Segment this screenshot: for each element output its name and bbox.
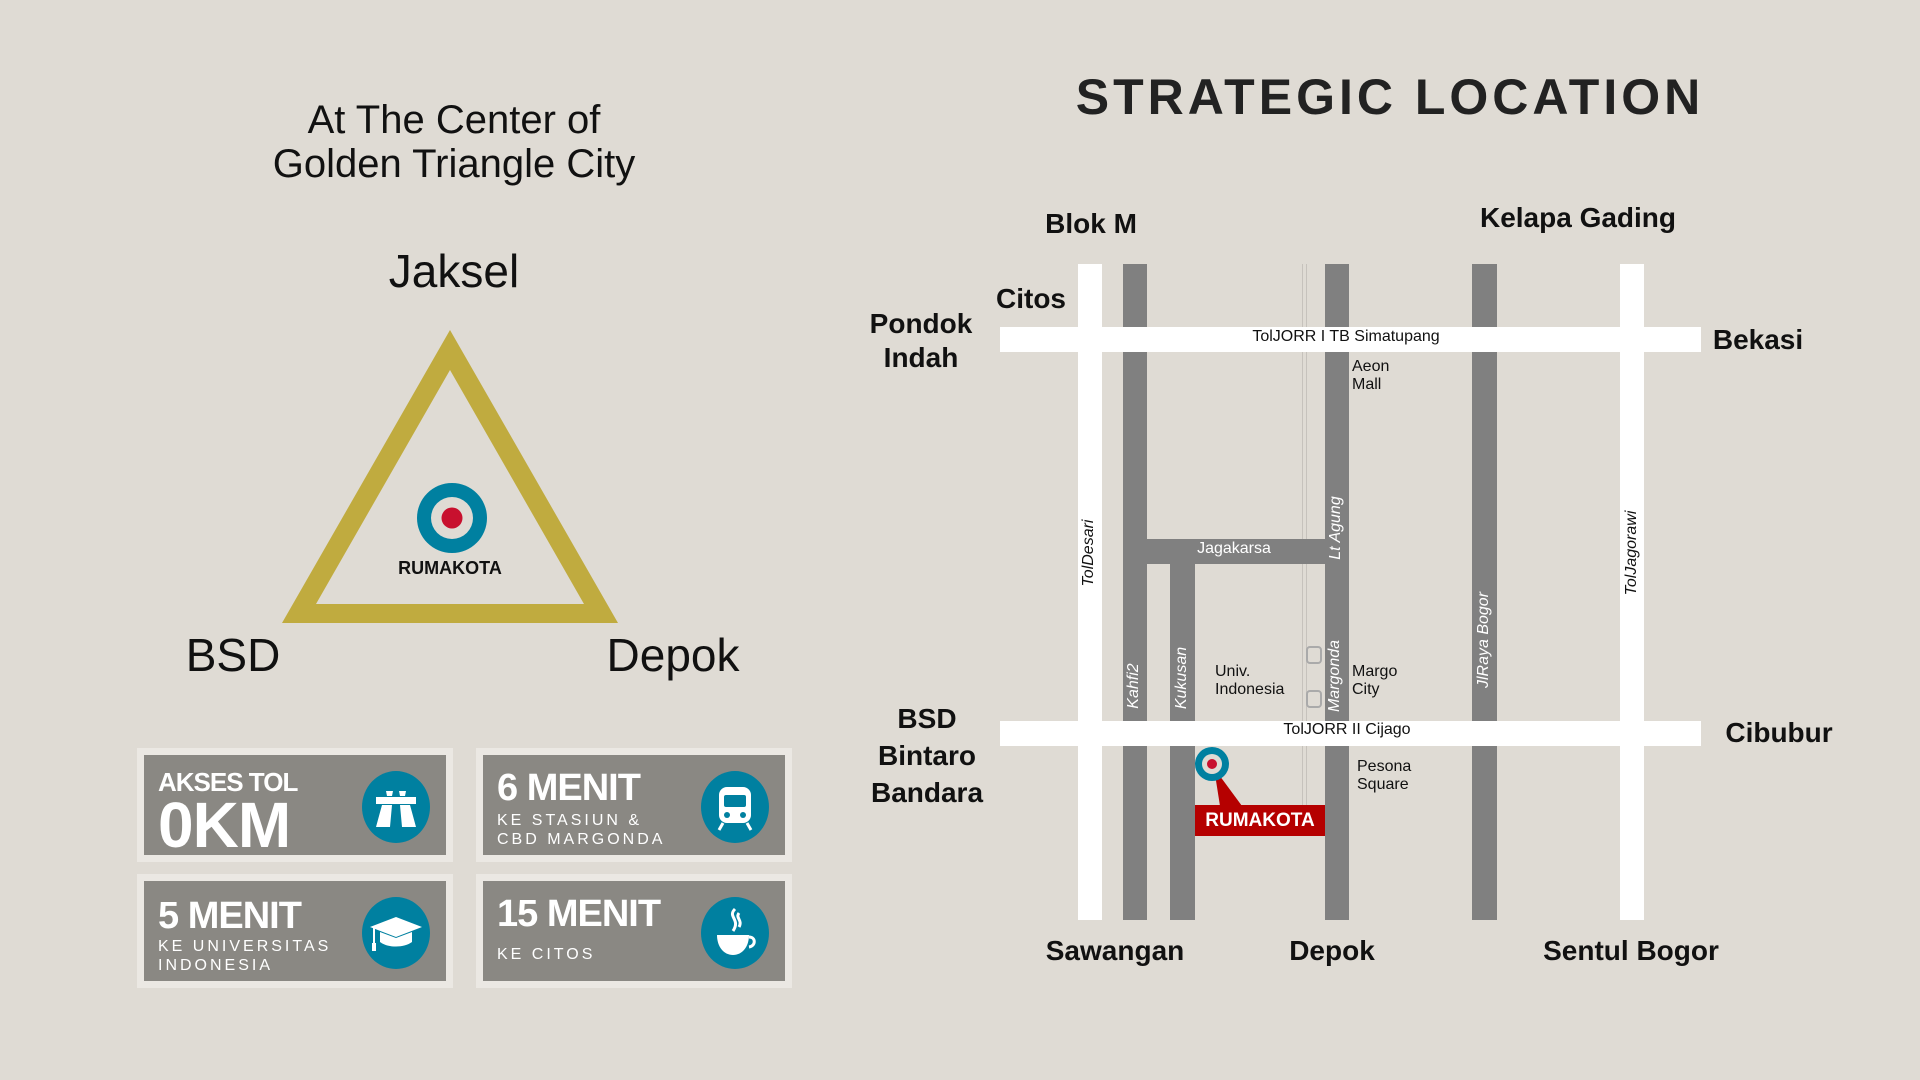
card-headline: AKSES TOL bbox=[158, 767, 298, 797]
card-value: 0KM bbox=[158, 789, 291, 861]
road-kahfi2 bbox=[1123, 264, 1147, 920]
golden-triangle bbox=[282, 330, 618, 623]
card-sub: KE UNIVERSITAS bbox=[158, 938, 332, 955]
highway-icon bbox=[362, 771, 430, 843]
card-sub: INDONESIA bbox=[158, 957, 274, 974]
place-sentul-bogor: Sentul Bogor bbox=[1543, 935, 1719, 966]
card-sub: KE CITOS bbox=[497, 946, 596, 963]
train-station-icon bbox=[1306, 646, 1322, 708]
label-toljagorawi: TolJagorawi bbox=[1623, 510, 1640, 596]
city-jaksel: Jaksel bbox=[388, 245, 520, 297]
golden-triangle-title: At The Center of Golden Triangle City bbox=[273, 98, 635, 186]
poi-univ-indonesia: Univ.Indonesia bbox=[1215, 663, 1285, 698]
city-bsd: BSD bbox=[185, 629, 281, 681]
label-lt-agung: Lt Agung bbox=[1327, 496, 1344, 560]
city-depok: Depok bbox=[606, 629, 740, 681]
card-citos: 15 MENIT KE CITOS bbox=[476, 874, 792, 988]
map-title: STRATEGIC LOCATION bbox=[1075, 69, 1705, 125]
road-jagakarsa bbox=[1147, 539, 1325, 564]
card-headline: 6 MENIT bbox=[497, 767, 641, 809]
place-sawangan: Sawangan bbox=[1045, 935, 1185, 966]
place-citos: Citos bbox=[996, 283, 1066, 314]
rumakota-logo-icon bbox=[417, 483, 487, 553]
road-margonda bbox=[1325, 264, 1349, 920]
place-cibubur: Cibubur bbox=[1725, 717, 1833, 748]
place-kelapa-gading: Kelapa Gading bbox=[1479, 202, 1677, 233]
road-toljagorawi bbox=[1620, 264, 1644, 920]
road-jorr2 bbox=[1000, 721, 1701, 746]
card-headline: 5 MENIT bbox=[158, 895, 302, 937]
card-station: 6 MENIT KE STASIUN & CBD MARGONDA bbox=[476, 748, 792, 862]
train-icon bbox=[701, 771, 769, 843]
title-line-1: At The Center of bbox=[307, 98, 601, 142]
card-sub: CBD MARGONDA bbox=[497, 831, 666, 848]
road-toldesari bbox=[1078, 264, 1102, 920]
place-bekasi: Bekasi bbox=[1712, 324, 1804, 355]
label-kahfi2: Kahfi2 bbox=[1125, 663, 1142, 709]
graduation-cap-icon bbox=[362, 897, 430, 969]
card-toll-access: AKSES TOL 0KM bbox=[137, 748, 453, 862]
card-university: 5 MENIT KE UNIVERSITAS INDONESIA bbox=[137, 874, 453, 988]
label-toldesari: TolDesari bbox=[1080, 519, 1097, 587]
card-headline: 15 MENIT bbox=[497, 893, 661, 935]
label-jorr1: TolJORR I TB Simatupang bbox=[1252, 328, 1440, 345]
label-kukusan: Kukusan bbox=[1173, 646, 1190, 710]
rumakota-marker bbox=[1195, 747, 1242, 806]
road-jlraya-bogor bbox=[1472, 264, 1497, 920]
label-jagakarsa: Jagakarsa bbox=[1197, 540, 1271, 557]
rumakota-label: RUMAKOTA bbox=[398, 558, 502, 578]
label-jlraya-bogor: JlRaya Bogor bbox=[1475, 591, 1492, 689]
title-line-2: Golden Triangle City bbox=[272, 142, 636, 186]
coffee-cup-icon bbox=[701, 897, 769, 969]
label-jorr2: TolJORR II Cijago bbox=[1283, 721, 1411, 738]
card-sub: KE STASIUN & bbox=[497, 812, 643, 829]
place-blok-m: Blok M bbox=[1045, 208, 1137, 239]
place-depok: Depok bbox=[1289, 935, 1375, 966]
road-jorr1 bbox=[1000, 327, 1701, 352]
rumakota-map-label: RUMAKOTA bbox=[1195, 805, 1325, 836]
label-margonda: Margonda bbox=[1326, 639, 1343, 713]
